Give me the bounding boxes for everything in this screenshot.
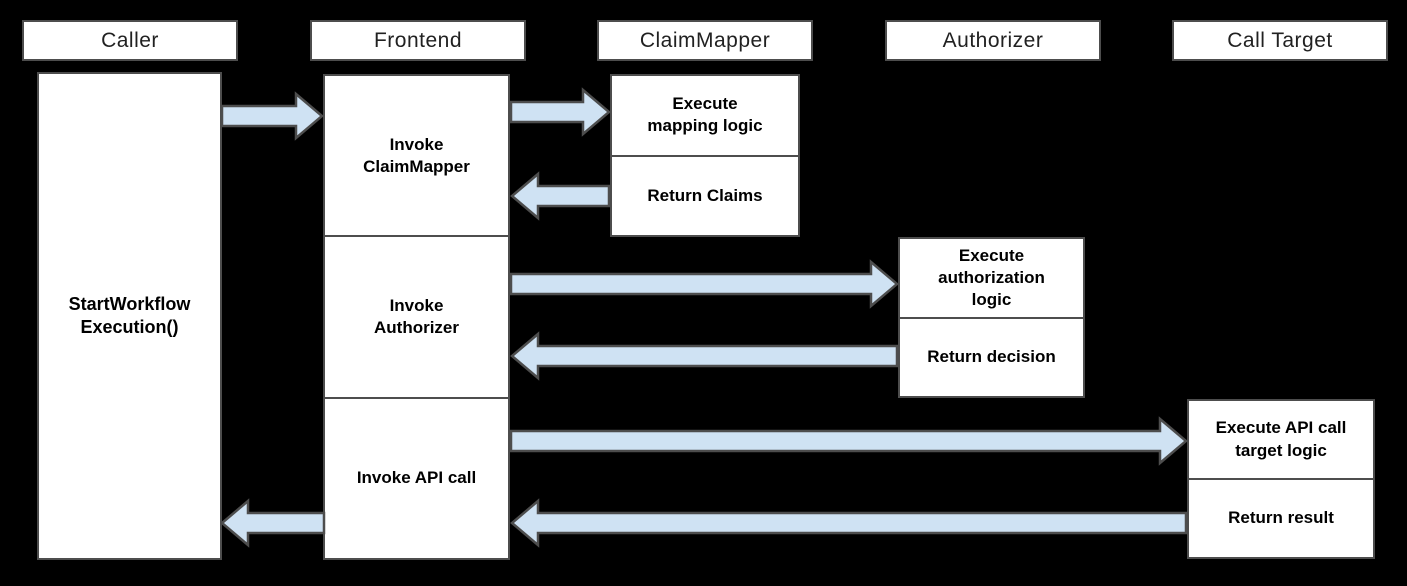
- step-return-decision: Return decision: [900, 316, 1083, 397]
- step-execute-api-call-target-logic: Execute API call target logic: [1215, 418, 1347, 460]
- step-invoke-claimmapper: Invoke ClaimMapper: [363, 134, 470, 176]
- arrow-calltarget-to-frontend: [510, 498, 1188, 548]
- arrow-frontend-to-authorizer: [509, 259, 899, 309]
- step-invoke-authorizer: Invoke Authorizer: [325, 235, 508, 396]
- lifeline-header-claimmapper: ClaimMapper: [597, 20, 813, 61]
- activation-authorizer: Execute authorization logic Return decis…: [898, 237, 1085, 398]
- activation-frontend: Invoke ClaimMapper Invoke Authorizer Inv…: [323, 74, 510, 560]
- activation-caller: StartWorkflow Execution(): [37, 72, 222, 560]
- lifeline-header-calltarget: Call Target: [1172, 20, 1388, 61]
- step-execute-authorization-logic: Execute authorization logic: [938, 245, 1045, 309]
- arrow-frontend-to-claimmapper: [509, 87, 611, 137]
- arrow-frontend-to-caller: [220, 498, 326, 548]
- arrow-frontend-to-calltarget: [509, 416, 1188, 466]
- lifeline-header-caller: Caller: [22, 20, 238, 61]
- arrow-caller-to-frontend: [220, 91, 324, 141]
- activation-calltarget: Execute API call target logic Return res…: [1187, 399, 1375, 559]
- arrow-claimmapper-to-frontend: [510, 171, 611, 221]
- lifeline-header-authorizer: Authorizer: [885, 20, 1101, 61]
- step-invoke-api-call: Invoke API call: [325, 396, 508, 558]
- step-return-result: Return result: [1189, 478, 1373, 557]
- step-startworkflowexecution: StartWorkflow Execution(): [68, 293, 191, 337]
- step-execute-mapping-logic: Execute mapping logic: [647, 94, 763, 136]
- arrow-authorizer-to-frontend: [510, 331, 899, 381]
- step-return-claims: Return Claims: [612, 154, 798, 236]
- activation-claimmapper: Execute mapping logic Return Claims: [610, 74, 800, 237]
- lifeline-header-frontend: Frontend: [310, 20, 526, 61]
